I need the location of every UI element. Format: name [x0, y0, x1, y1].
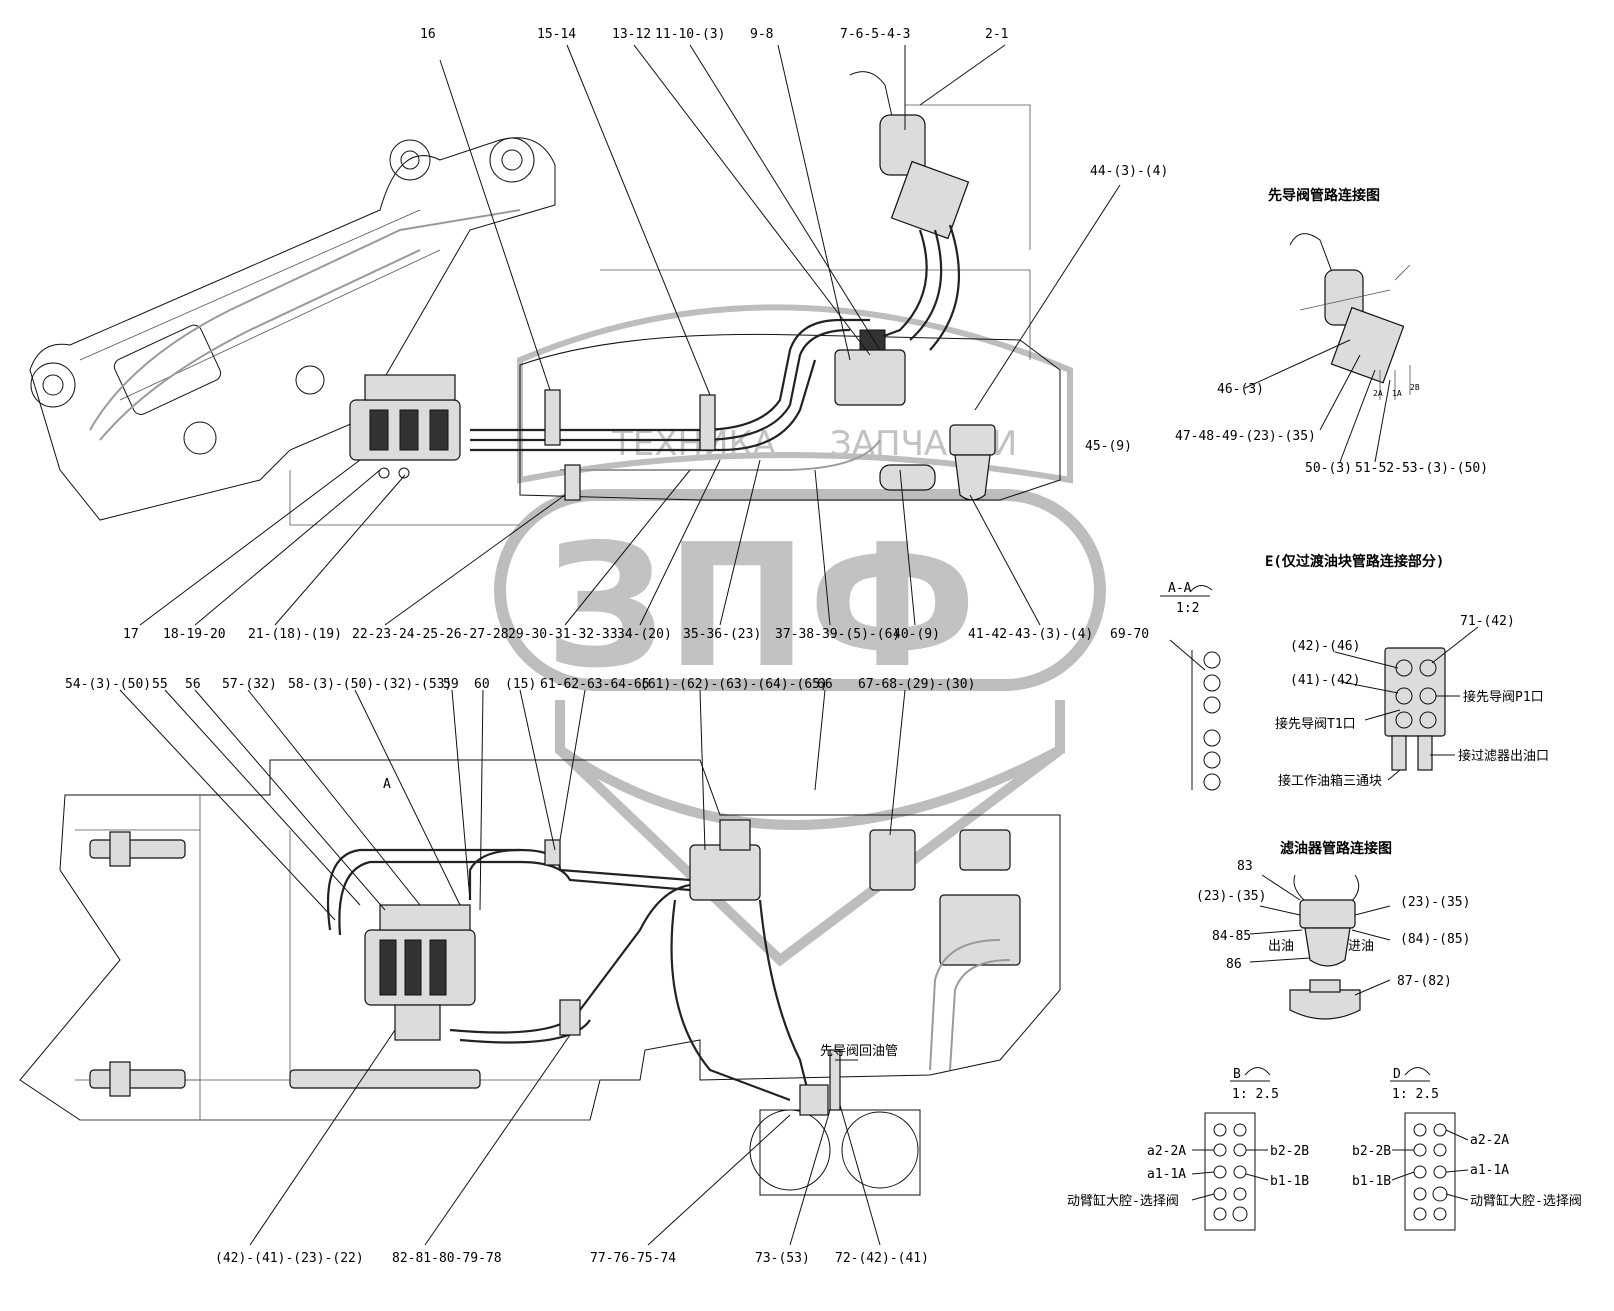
view-b-left: a1-1A	[1147, 1167, 1186, 1182]
view-d-note: 动臂缸大腔-选择阀	[1470, 1193, 1582, 1209]
view-scale: 1: 2.5	[1392, 1087, 1439, 1102]
callout-label: 56	[185, 677, 201, 692]
filter-flow-out: 出油	[1268, 939, 1294, 954]
callout-label: 44-(3)-(4)	[1090, 164, 1168, 179]
callout-label: 21-(18)-(19)	[248, 627, 342, 642]
callout-label: 61-62-63-64-65	[540, 677, 650, 692]
callout-label: 58-(3)-(50)-(32)-(53)	[288, 677, 452, 692]
filter-panel-title: 滤油器管路连接图	[1280, 840, 1392, 857]
view-d-left: b2-2B	[1352, 1144, 1391, 1159]
view-title: B	[1233, 1067, 1241, 1082]
pilot-label: 47-48-49-(23)-(35)	[1175, 429, 1316, 444]
callout-label: 40-(9)	[893, 627, 940, 642]
callout-label: 37-38-39-(5)-(6)	[775, 627, 900, 642]
section-title: A-A	[1168, 581, 1192, 596]
block-note: 接先导阀T1口	[1275, 716, 1356, 732]
view-title: D	[1393, 1067, 1401, 1082]
view-d-right: a1-1A	[1470, 1163, 1509, 1178]
filter-label: 86	[1226, 957, 1242, 972]
pilot-valve-panel: 先导阀管路连接图 46-(3) 47-48-49-(23)-(35) 50-(3…	[1175, 187, 1488, 476]
callout-label: 72-(42)-(41)	[835, 1251, 929, 1266]
callout-label: 41-42-43-(3)-(4)	[968, 627, 1093, 642]
callout-label: 2-1	[985, 27, 1008, 42]
lower-machine-drawing	[19, 759, 1061, 1196]
block-note: 接工作油箱三通块	[1278, 773, 1382, 789]
view-scale: 1: 2.5	[1232, 1087, 1279, 1102]
callout-leaders	[119, 44, 1206, 1246]
pilot-panel-title: 先导阀管路连接图	[1268, 187, 1380, 204]
section-mark-a: A	[383, 777, 391, 792]
callout-label: 35-36-(23)	[683, 627, 761, 642]
callout-label: 29-30-31-32-33	[508, 627, 618, 642]
callout-label: 22-23-24-25-26-27-28	[352, 627, 509, 642]
callout-label: (15)	[505, 677, 536, 692]
section-a-a: A-A 1:2	[1160, 581, 1221, 791]
callouts-bottom: (42)-(41)-(23)-(22) 82-81-80-79-78 77-76…	[215, 777, 929, 1266]
filter-label: (84)-(85)	[1400, 932, 1470, 947]
filter-panel: 滤油器管路连接图 83 (23)-(35) (23)-(35) 84-85 (8…	[1196, 840, 1470, 1020]
view-b-note: 动臂缸大腔-选择阀	[1067, 1193, 1179, 1209]
section-scale: 1:2	[1176, 601, 1199, 616]
callout-label: (42)-(41)-(23)-(22)	[215, 1251, 364, 1266]
callout-label: 18-19-20	[163, 627, 226, 642]
callout-label: 67-68-(29)-(30)	[858, 677, 975, 692]
block-label: 71-(42)	[1460, 614, 1515, 629]
callout-label: 45-(9)	[1085, 439, 1132, 454]
pilot-label: 46-(3)	[1217, 382, 1264, 397]
callout-label: 69-70	[1110, 627, 1149, 642]
callout-label: 15-14	[537, 27, 576, 42]
view-b-left: a2-2A	[1147, 1144, 1186, 1159]
port-mark: 1A	[1392, 389, 1402, 398]
callout-label: 16	[420, 27, 436, 42]
view-b-right: b1-1B	[1270, 1174, 1309, 1189]
callout-label: 7-6-5-4-3	[840, 27, 910, 42]
block-note: 接先导阀P1口	[1463, 689, 1544, 705]
port-mark: 2B	[1410, 383, 1420, 392]
callouts-row3: 54-(3)-(50) 55 56 57-(32) 58-(3)-(50)-(3…	[65, 677, 975, 692]
view-b-panel: B 1: 2.5 a2-2A a1-1A b2-2B b1-1B 动臂缸大腔-选…	[1067, 1067, 1309, 1231]
callout-label: (61)-(62)-(63)-(64)-(65)	[640, 677, 828, 692]
callout-label: 54-(3)-(50)	[65, 677, 151, 692]
filter-label: (23)-(35)	[1400, 895, 1470, 910]
callout-label: 57-(32)	[222, 677, 277, 692]
upper-machine-drawing	[29, 71, 1061, 526]
callout-label: 17	[123, 627, 139, 642]
port-mark: 2A	[1373, 389, 1383, 398]
filter-label: 83	[1237, 859, 1253, 874]
callout-label: 77-76-75-74	[590, 1251, 676, 1266]
block-label: (42)-(46)	[1290, 639, 1360, 654]
filter-flow-in: 进油	[1348, 939, 1374, 954]
pilot-label: 51-52-53-(3)-(50)	[1355, 461, 1488, 476]
callout-label: 59	[443, 677, 459, 692]
watermark-logo: ЗПФ	[545, 508, 977, 706]
callouts-top: 16 15-14 13-12 11-10-(3) 9-8 7-6-5-4-3 2…	[420, 27, 1168, 454]
block-note: 接过滤器出油口	[1458, 748, 1549, 764]
block-label: (41)-(42)	[1290, 673, 1360, 688]
pilot-return-label: 先导阀回油管	[820, 1044, 898, 1059]
callout-label: 11-10-(3)	[655, 27, 725, 42]
filter-label: 87-(82)	[1397, 974, 1452, 989]
filter-label: 84-85	[1212, 929, 1251, 944]
callout-label: 55	[152, 677, 168, 692]
callouts-row2: 17 18-19-20 21-(18)-(19) 22-23-24-25-26-…	[123, 627, 1149, 642]
view-b-right: b2-2B	[1270, 1144, 1309, 1159]
view-d-right: a2-2A	[1470, 1133, 1509, 1148]
filter-label: (23)-(35)	[1196, 889, 1266, 904]
callout-label: 73-(53)	[755, 1251, 810, 1266]
callout-label: 60	[474, 677, 490, 692]
pilot-label: 50-(3)	[1305, 461, 1352, 476]
view-d-left: b1-1B	[1352, 1174, 1391, 1189]
callout-label: 66	[817, 677, 833, 692]
callout-label: 34-(20)	[617, 627, 672, 642]
block-panel-title: E(仅过渡油块管路连接部分)	[1265, 553, 1444, 570]
view-d-panel: D 1: 2.5 b2-2B b1-1B a2-2A a1-1A 动臂缸大腔-选…	[1352, 1067, 1582, 1231]
callout-label: 9-8	[750, 27, 773, 42]
callout-label: 13-12	[612, 27, 651, 42]
transition-block-panel: E(仅过渡油块管路连接部分) (42)-(46) (41)-(42) 71-(4…	[1265, 553, 1549, 789]
callout-label: 82-81-80-79-78	[392, 1251, 502, 1266]
